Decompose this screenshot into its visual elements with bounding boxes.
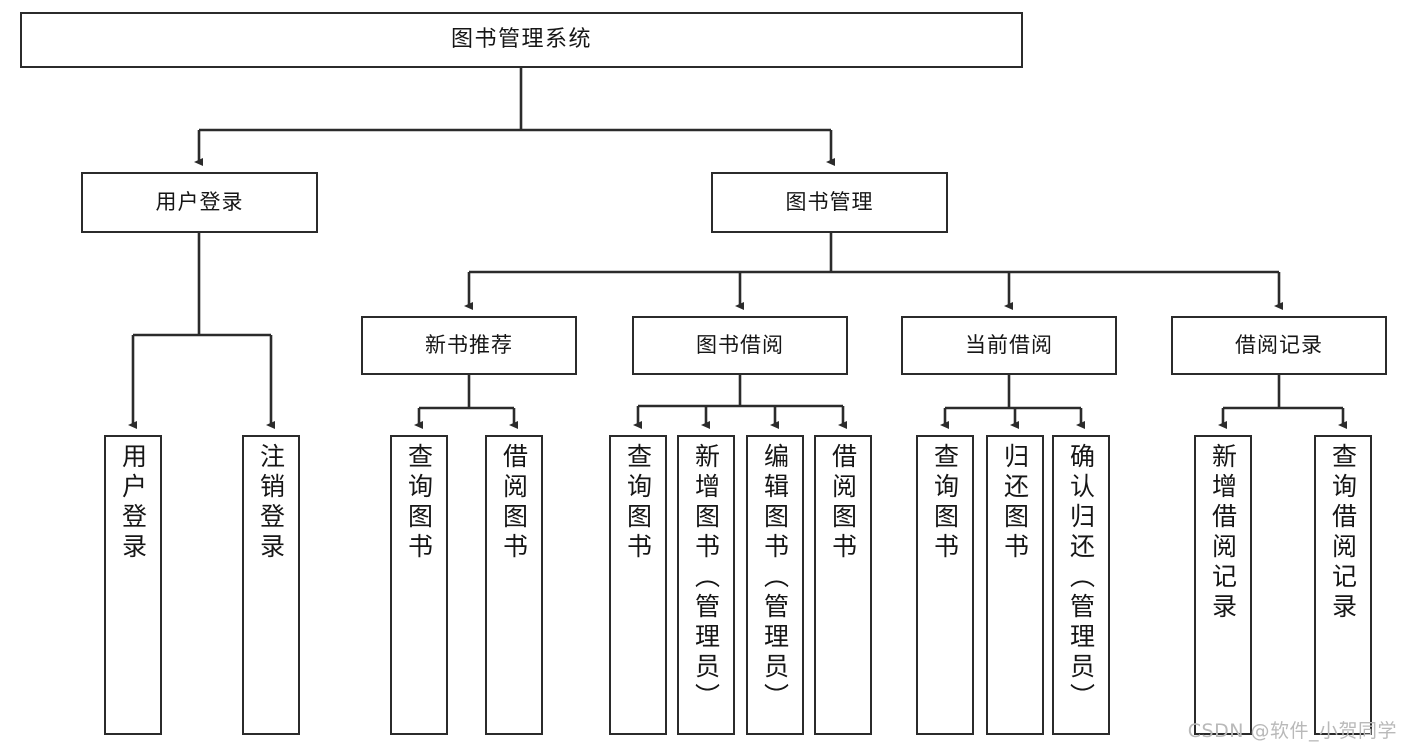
node-leaf-user-login[interactable]: 用户登录 <box>104 435 162 735</box>
node-label: 用户登录 <box>118 443 148 563</box>
node-label: 新增借阅记录 <box>1208 443 1238 623</box>
node-label: 新书推荐 <box>425 333 513 358</box>
node-label: 图书管理 <box>785 190 874 215</box>
node-label: 查询图书 <box>404 443 434 563</box>
node-leaf-add-record[interactable]: 新增借阅记录 <box>1194 435 1252 735</box>
csdn-watermark: CSDN @软件_小贺同学 <box>1187 720 1397 742</box>
node-leaf-query-book-1[interactable]: 查询图书 <box>390 435 448 735</box>
node-root-book-management-system[interactable]: 图书管理系统 <box>20 12 1023 68</box>
node-current-borrow[interactable]: 当前借阅 <box>901 316 1117 375</box>
node-label: 图书借阅 <box>696 333 784 358</box>
node-label: 编辑图书（管理员） <box>760 443 790 713</box>
node-label: 用户登录 <box>155 190 244 215</box>
node-label: 注销登录 <box>256 443 286 563</box>
node-label: 图书管理系统 <box>450 27 592 53</box>
node-label: 借阅图书 <box>828 443 858 563</box>
node-leaf-query-book-3[interactable]: 查询图书 <box>916 435 974 735</box>
node-borrow-record[interactable]: 借阅记录 <box>1171 316 1387 375</box>
node-book-borrow[interactable]: 图书借阅 <box>632 316 848 375</box>
node-label: 查询图书 <box>930 443 960 563</box>
node-label: 确认归还（管理员） <box>1066 443 1096 713</box>
node-leaf-user-logout[interactable]: 注销登录 <box>242 435 300 735</box>
node-user-login[interactable]: 用户登录 <box>81 172 318 233</box>
node-label: 新增图书（管理员） <box>691 443 721 713</box>
node-label: 查询借阅记录 <box>1328 443 1358 623</box>
node-leaf-borrow-book-2[interactable]: 借阅图书 <box>814 435 872 735</box>
node-new-book-recommend[interactable]: 新书推荐 <box>361 316 577 375</box>
node-label: 归还图书 <box>1000 443 1030 563</box>
node-label: 当前借阅 <box>965 333 1053 358</box>
node-book-manage[interactable]: 图书管理 <box>711 172 948 233</box>
node-leaf-edit-book[interactable]: 编辑图书（管理员） <box>746 435 804 735</box>
node-leaf-query-record[interactable]: 查询借阅记录 <box>1314 435 1372 735</box>
node-label: 查询图书 <box>623 443 653 563</box>
node-leaf-add-book[interactable]: 新增图书（管理员） <box>677 435 735 735</box>
node-leaf-borrow-book-1[interactable]: 借阅图书 <box>485 435 543 735</box>
node-leaf-return-book[interactable]: 归还图书 <box>986 435 1044 735</box>
node-label: 借阅图书 <box>499 443 529 563</box>
node-leaf-confirm-return[interactable]: 确认归还（管理员） <box>1052 435 1110 735</box>
node-label: 借阅记录 <box>1235 333 1323 358</box>
node-leaf-query-book-2[interactable]: 查询图书 <box>609 435 667 735</box>
